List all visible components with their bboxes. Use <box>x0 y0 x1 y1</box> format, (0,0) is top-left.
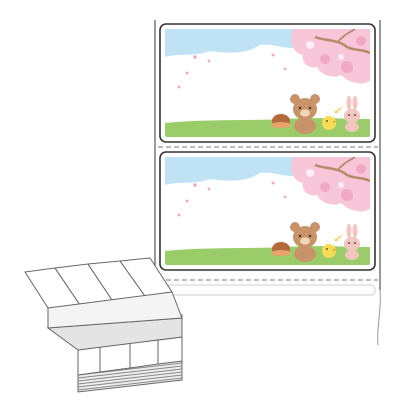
cherry-blossom-scene-1 <box>165 29 370 137</box>
label-1 <box>159 23 376 143</box>
fanfold-stack-icon <box>24 257 183 393</box>
cherry-blossom-scene-2 <box>165 157 370 265</box>
label-2 <box>159 151 376 271</box>
